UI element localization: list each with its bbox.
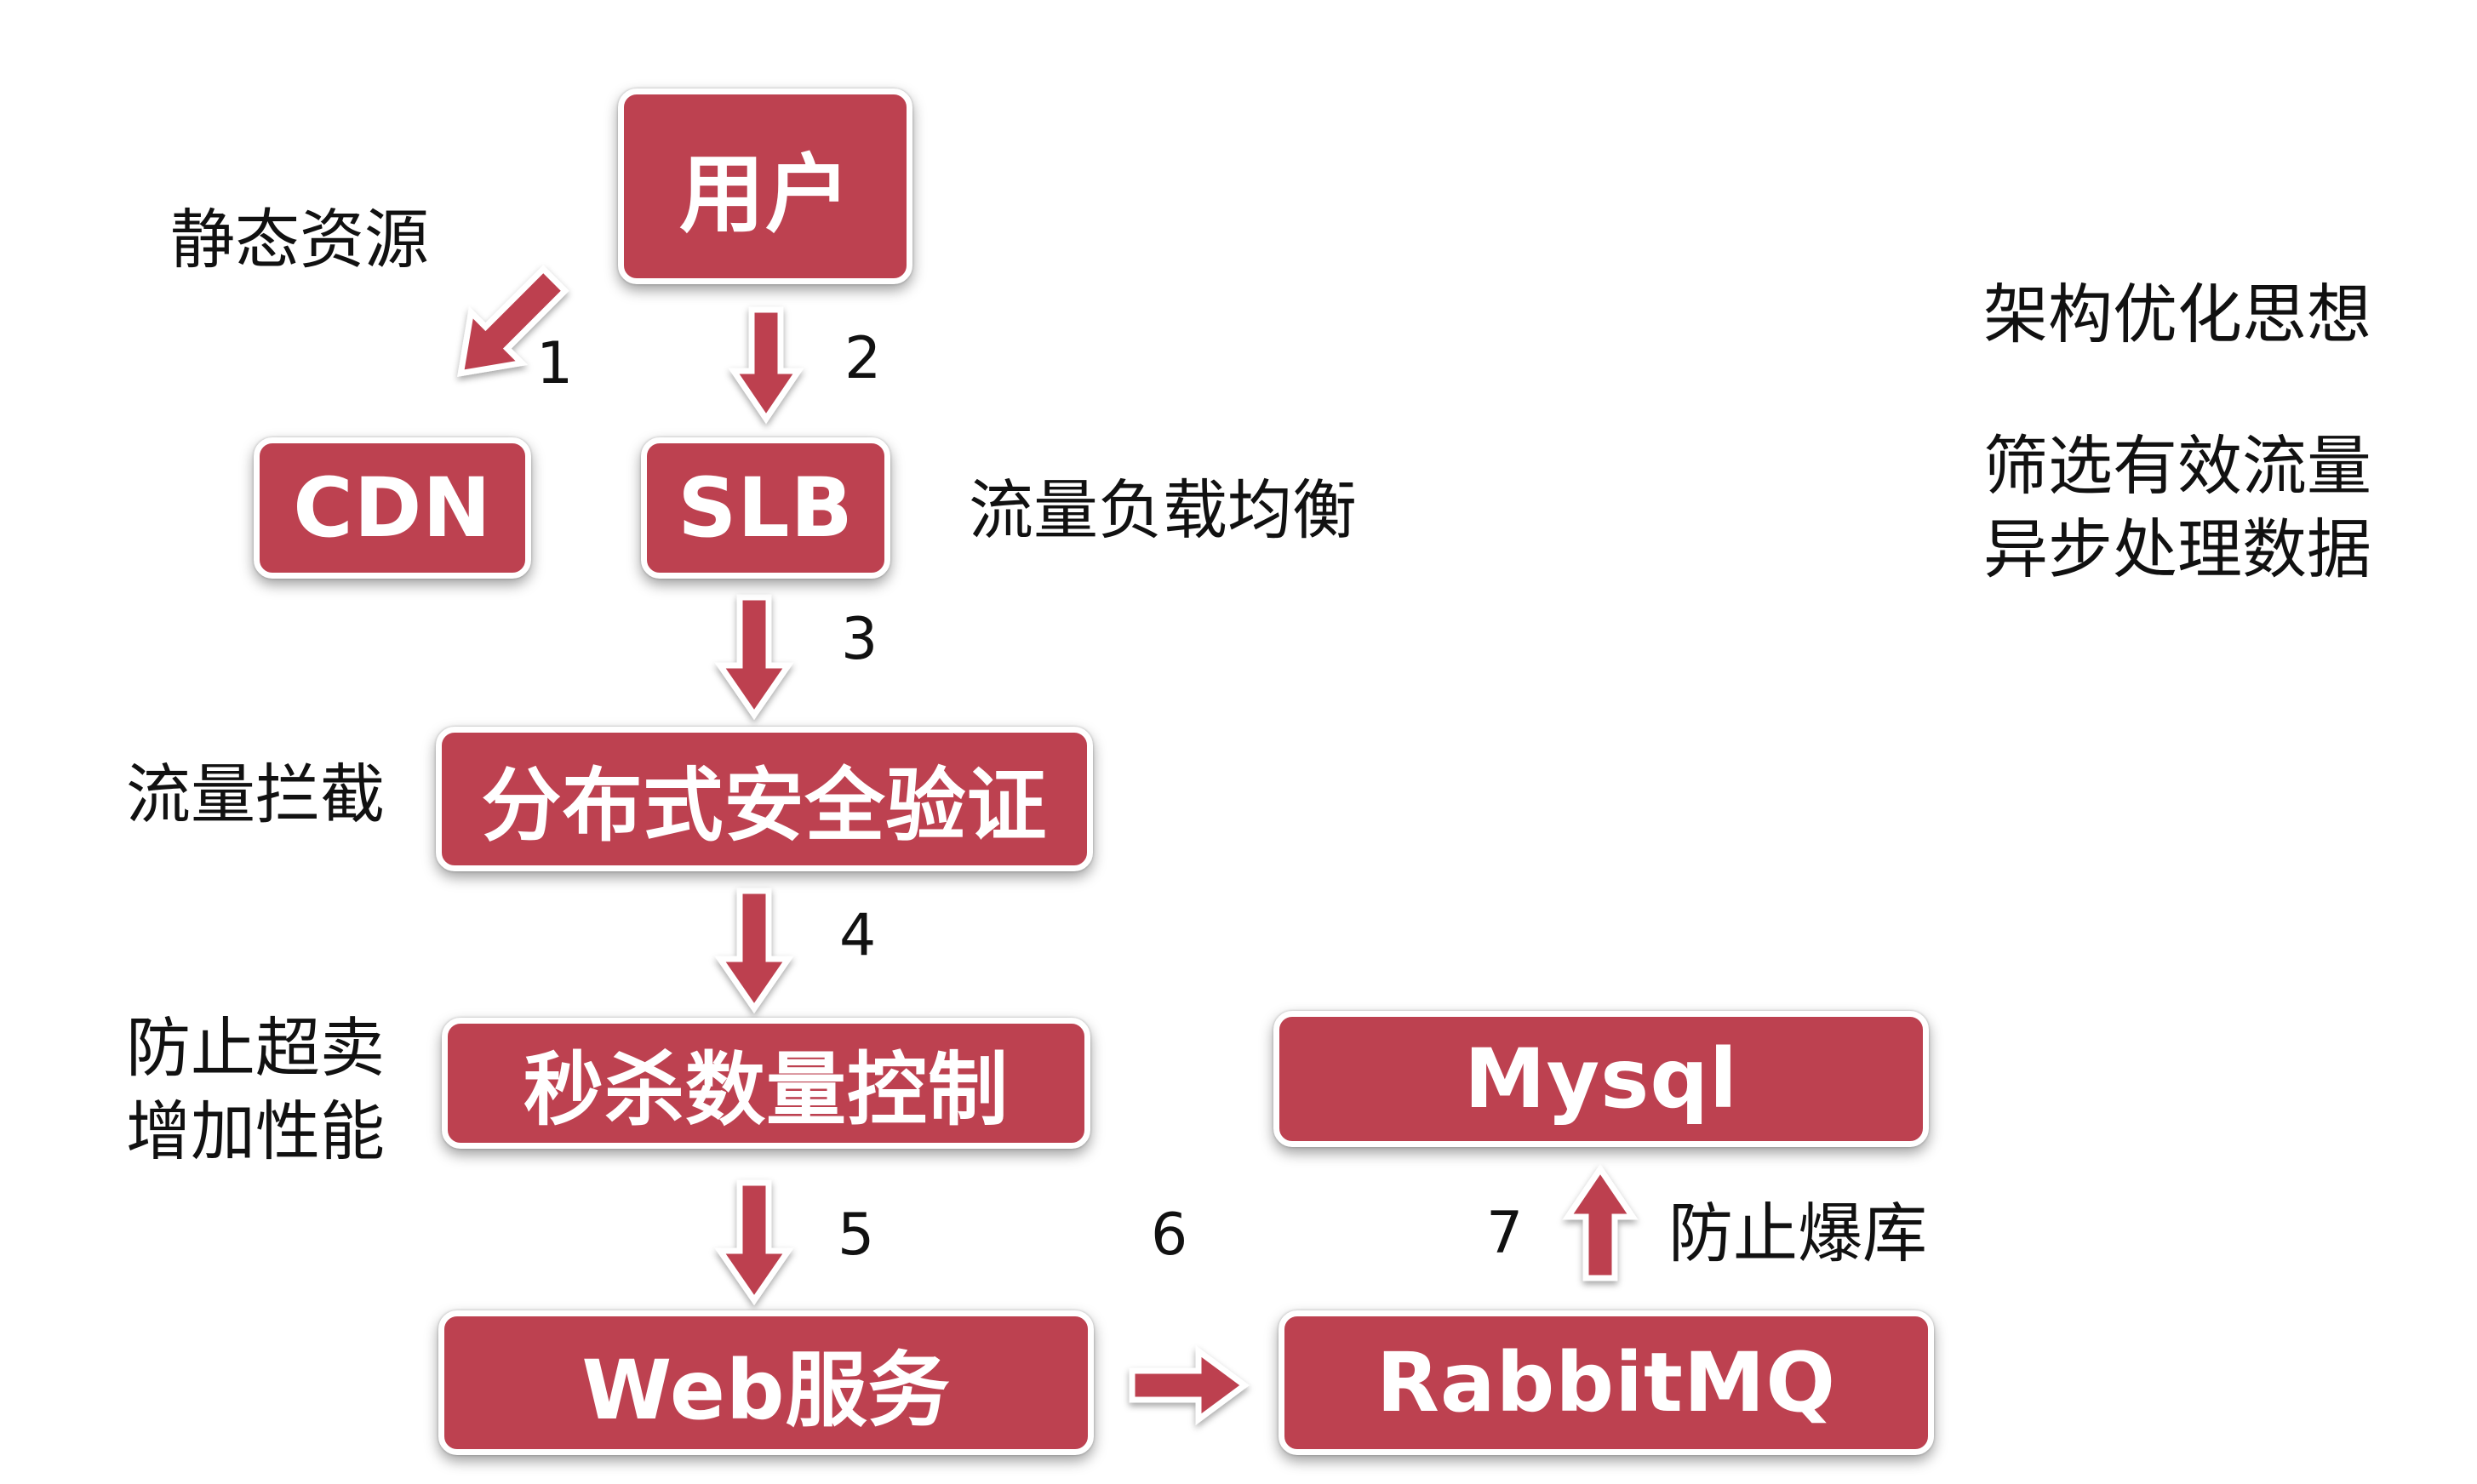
note-load-balance: 流量负载均衡 <box>969 472 1357 548</box>
arrow-6-to-rabbitmq <box>1129 1345 1250 1425</box>
arrow-1-to-cdn <box>457 265 569 377</box>
note-increase-performance: 增加性能 <box>126 1093 385 1169</box>
note-traffic-intercept: 流量拦截 <box>126 756 385 832</box>
ideas-line-async-processing: 异步处理数据 <box>1983 511 2371 587</box>
node-distributed-security-auth: 分布式安全验证 <box>436 727 1093 871</box>
arrow-7-to-mysql <box>1562 1163 1639 1281</box>
note-static-resources: 静态资源 <box>170 202 429 277</box>
node-slb: SLB <box>641 437 890 579</box>
arrow-3-to-auth <box>714 594 794 721</box>
step-number-7: 7 <box>1486 1200 1524 1267</box>
ideas-line-filter-traffic: 筛选有效流量 <box>1983 428 2371 504</box>
node-cdn: CDN <box>254 437 531 579</box>
node-user: 用户 <box>618 88 912 284</box>
arrow-5-to-web <box>714 1179 794 1306</box>
node-web-service: Web服务 <box>438 1310 1094 1455</box>
arrow-4-to-seckill <box>714 888 794 1014</box>
note-prevent-oversell: 防止超卖 <box>126 1010 385 1086</box>
step-number-6: 6 <box>1151 1201 1188 1269</box>
step-number-5: 5 <box>838 1201 875 1269</box>
step-number-4: 4 <box>839 902 877 969</box>
node-mysql: Mysql <box>1273 1011 1929 1147</box>
note-prevent-db-overload: 防止爆库 <box>1668 1196 1927 1271</box>
ideas-title: 架构优化思想 <box>1983 277 2371 352</box>
step-number-2: 2 <box>844 325 882 392</box>
step-number-3: 3 <box>841 606 878 673</box>
arrow-2-to-slb <box>734 310 798 419</box>
node-seckill-quantity-control: 秒杀数量控制 <box>442 1018 1090 1149</box>
step-number-1: 1 <box>536 330 574 397</box>
node-rabbitmq: RabbitMQ <box>1279 1310 1934 1455</box>
